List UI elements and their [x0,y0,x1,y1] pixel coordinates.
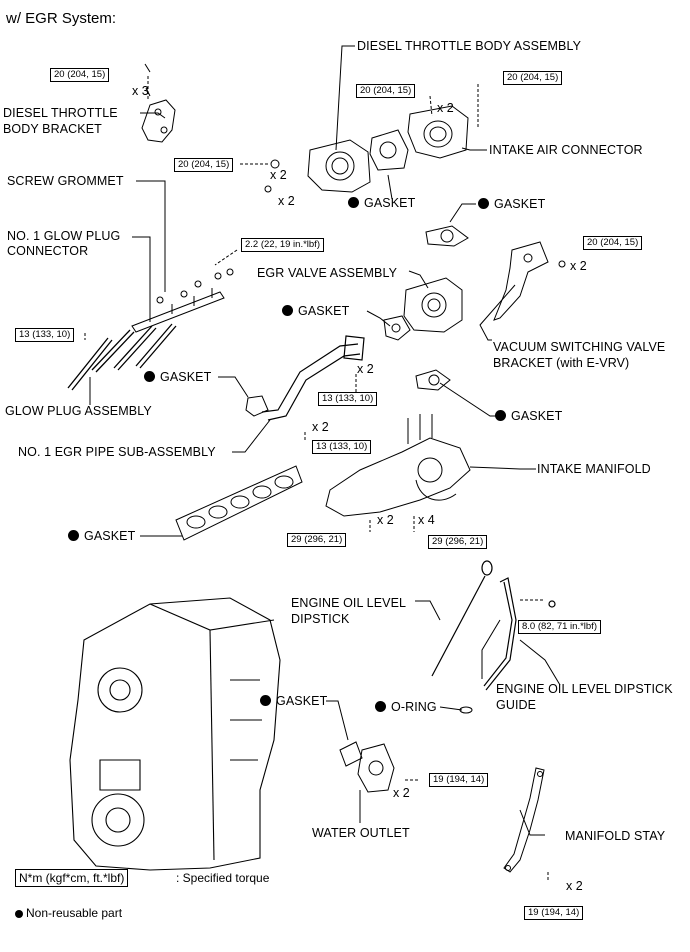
non-reusable-dot-icon [68,530,79,541]
legend-non-reusable: Non-reusable part [15,905,122,921]
throttle-bracket-shape [141,63,176,143]
torque-spec-egr-pipe-lower: 13 (133, 10) [312,440,372,454]
label-vsv-bracket-line2: BRACKET (with E-VRV) [493,356,630,370]
label-gasket-water-outlet: GASKET [260,694,327,709]
label-dipstick-guide-line1: ENGINE OIL LEVEL DIPSTICK [496,682,673,696]
egr-valve-shape [403,277,463,333]
engine-block-shape [69,597,281,871]
glow-plug-connector-shape [131,268,234,333]
non-reusable-dot-icon [15,910,23,918]
qty-egr-pipe-lower: x 2 [312,420,329,434]
qty-manifold-stay: x 2 [566,879,583,893]
non-reusable-dot-icon [144,371,155,382]
label-manifold-stay: MANIFOLD STAY [565,829,666,843]
torque-spec-throttle: 20 (204, 15) [174,158,234,172]
label-o-ring: O-RING [375,700,437,715]
manifold-gasket-shape [175,465,303,541]
non-reusable-dot-icon [260,695,271,706]
torque-spec-glow-connector: 2.2 (22, 19 in.*lbf) [241,238,324,252]
water-outlet-shape [339,741,395,793]
dipstick-shape [431,560,556,691]
label-gasket-connector: GASKET [478,197,545,212]
label-dipstick-line2: DIPSTICK [291,612,350,626]
qty-manifold-left: x 2 [377,513,394,527]
qty-bracket: x 3 [132,84,149,98]
torque-spec-connector-right: 20 (204, 15) [503,71,563,85]
label-dipstick-guide-line2: GUIDE [496,698,537,712]
label-glow-plug-connector-line1: NO. 1 GLOW PLUG [7,229,121,243]
legend-torque-text: : Specified torque [176,871,270,885]
torque-spec-manifold-right: 29 (296, 21) [428,535,488,549]
fastener-guides [84,76,549,880]
o-ring-shape [459,706,473,714]
qty-water-outlet: x 2 [393,786,410,800]
torque-spec-water-outlet: 19 (194, 14) [429,773,489,787]
torque-spec-manifold-stay: 19 (194, 14) [524,906,584,920]
qty-manifold-right: x 4 [418,513,435,527]
label-throttle-bracket-line2: BODY BRACKET [3,122,102,136]
torque-spec-vsv: 20 (204, 15) [583,236,643,250]
intake-air-connector-shape [407,105,469,159]
gasket-shapes [245,129,469,417]
label-egr-valve-assembly: EGR VALVE ASSEMBLY [257,266,398,280]
torque-spec-manifold-left: 29 (296, 21) [287,533,347,547]
label-gasket-manifold: GASKET [68,529,135,544]
torque-spec-bracket: 20 (204, 15) [50,68,110,82]
qty-vsv: x 2 [570,259,587,273]
manifold-stay-shape [503,767,545,873]
intake-manifold-shape [325,414,471,517]
label-glow-plug-connector-line2: CONNECTOR [7,244,89,258]
label-gasket-manifold-top: GASKET [495,409,562,424]
label-throttle-bracket-line1: DIESEL THROTTLE [3,106,118,120]
label-egr-pipe-sub-assembly: NO. 1 EGR PIPE SUB-ASSEMBLY [18,445,216,459]
egr-pipe-shape [261,335,365,421]
non-reusable-dot-icon [348,197,359,208]
label-water-outlet: WATER OUTLET [312,826,410,840]
page-title: w/ EGR System: [6,10,117,27]
label-vsv-bracket-line1: VACUUM SWITCHING VALVE [493,340,666,354]
label-diesel-throttle-body-assembly: DIESEL THROTTLE BODY ASSEMBLY [357,39,582,53]
vsv-bracket-shape [493,241,566,321]
throttle-body-shape [264,139,371,193]
torque-spec-connector-left: 20 (204, 15) [356,84,416,98]
qty-egr-pipe-upper: x 2 [357,362,374,376]
leader-lines [89,45,561,836]
label-gasket-throttle: GASKET [348,196,415,211]
qty-throttle-1: x 2 [270,168,287,182]
qty-connector: x 2 [437,101,454,115]
torque-spec-dipstick-guide: 8.0 (82, 71 in.*lbf) [518,620,601,634]
label-glow-plug-assembly: GLOW PLUG ASSEMBLY [5,404,152,418]
label-dipstick-line1: ENGINE OIL LEVEL [291,596,407,610]
label-screw-grommet: SCREW GROMMET [7,174,124,188]
label-gasket-egr-valve: GASKET [282,304,349,319]
non-reusable-dot-icon [495,410,506,421]
non-reusable-dot-icon [478,198,489,209]
qty-throttle-2: x 2 [278,194,295,208]
label-gasket-egr-pipe: GASKET [144,370,211,385]
non-reusable-dot-icon [375,701,386,712]
torque-spec-egr-pipe-upper: 13 (133, 10) [318,392,378,406]
torque-spec-glow-plug: 13 (133, 10) [15,328,75,342]
non-reusable-dot-icon [282,305,293,316]
legend-torque-box: N*m (kgf*cm, ft.*lbf) [15,869,129,887]
label-intake-manifold: INTAKE MANIFOLD [537,462,651,476]
label-intake-air-connector: INTAKE AIR CONNECTOR [489,143,643,157]
glow-plug-shapes [67,323,177,391]
